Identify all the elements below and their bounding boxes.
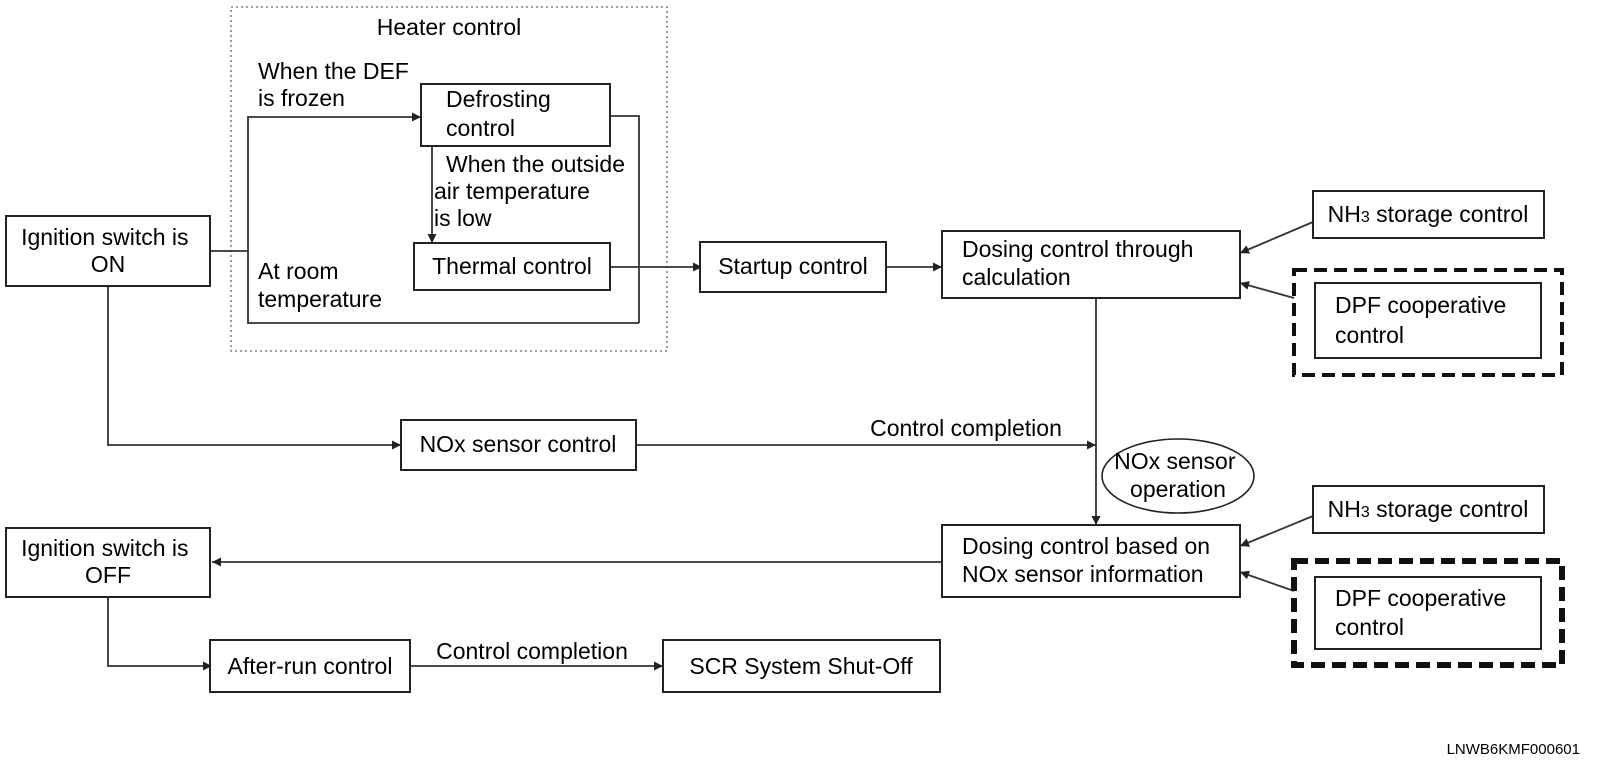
nox-sensor-operation-label: NOx sensor operation: [1114, 448, 1242, 502]
connector-defrosting-bypass: [610, 115, 640, 323]
nox-sensor-control-label: NOx sensor control: [420, 431, 617, 457]
scr-system-shutoff-label: SCR System Shut-Off: [689, 653, 913, 679]
label-at-room-temperature: At room temperature: [258, 258, 382, 312]
nox-sensor-control-box: [400, 419, 637, 471]
arrow-frozen-to-defrosting: [247, 112, 421, 251]
nh3-storage-control-bottom-label: NH3 storage control: [1328, 496, 1529, 522]
connector-room-temperature: [247, 251, 639, 324]
arrow-dpf-bottom-to-dosing-nox: [1239, 570, 1295, 592]
nox-sensor-operation-ellipse: [1101, 438, 1255, 514]
dosing-calculation-box: [941, 230, 1241, 299]
nh3-storage-control-bottom-box: [1312, 485, 1545, 534]
startup-control-label: Startup control: [718, 253, 868, 279]
dpf-cooperative-top-outline: [1292, 268, 1564, 377]
heater-control-title: Heater control: [377, 14, 521, 40]
dpf-cooperative-control-bottom-label: DPF cooperative control: [1335, 585, 1513, 640]
startup-control-box: [699, 241, 887, 293]
arrow-dpf-top-to-dosing-calc: [1239, 281, 1295, 299]
control-completion-label-2: Control completion: [436, 638, 628, 664]
ignition-off-box: [5, 527, 211, 598]
dpf-cooperative-bottom-outline: [1291, 558, 1565, 668]
dosing-nox-information-label: Dosing control based on NOx sensor infor…: [962, 533, 1216, 587]
defrosting-control-label: Defrosting control: [446, 86, 557, 141]
figure-code: LNWB6KMF000601: [1447, 741, 1580, 758]
thermal-control-label: Thermal control: [432, 253, 592, 279]
ignition-on-label: Ignition switch is ON: [21, 224, 195, 277]
dpf-cooperative-control-top-box: [1314, 282, 1542, 359]
control-completion-label-1: Control completion: [870, 415, 1062, 441]
nh3-storage-control-top-label: NH3 storage control: [1328, 201, 1529, 227]
arrow-nh3-bottom-to-dosing-nox: [1239, 515, 1314, 547]
arrow-nh3-top-to-dosing-calc: [1239, 221, 1314, 254]
label-outside-air-low: When the outside air temperature is low: [434, 151, 631, 231]
nh3-storage-control-top-box: [1312, 190, 1545, 239]
ignition-off-label: Ignition switch is OFF: [21, 535, 195, 588]
arrow-ignition-off-to-after-run: [107, 597, 212, 671]
dpf-cooperative-control-top-label: DPF cooperative control: [1335, 292, 1513, 348]
arrow-ignition-to-nox-control: [107, 286, 401, 450]
after-run-control-box: [209, 639, 411, 693]
label-when-def-frozen: When the DEF is frozen: [258, 58, 415, 111]
thermal-control-box: [413, 242, 611, 291]
defrosting-control-box: [420, 83, 611, 147]
scr-system-shutoff-box: [662, 639, 941, 693]
after-run-control-label: After-run control: [228, 653, 393, 679]
dpf-cooperative-control-bottom-box: [1314, 576, 1542, 650]
dosing-calculation-label: Dosing control through calculation: [962, 236, 1200, 290]
dosing-nox-information-box: [941, 524, 1241, 598]
ignition-on-box: [5, 215, 211, 287]
